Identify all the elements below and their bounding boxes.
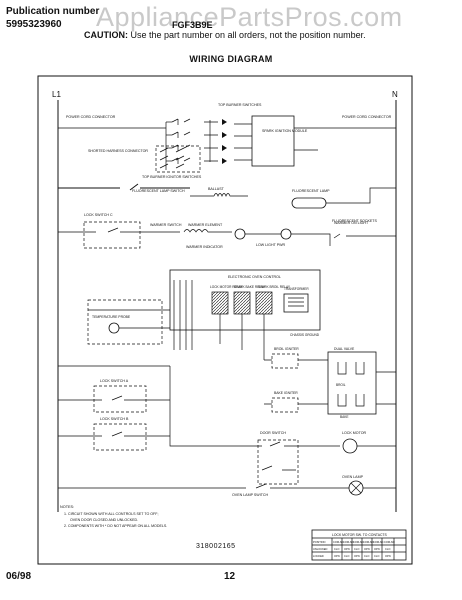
lock-switch-c-label: LOCK SWITCH C <box>84 213 113 217</box>
table-cell: CLO <box>385 547 390 551</box>
notes: NOTES: 1. CIRCUIT SHOWN WITH ALL CONTROL… <box>60 505 167 528</box>
page-title: WIRING DIAGRAM <box>189 54 273 64</box>
dual-valve-label: DUAL VALVE <box>334 347 355 351</box>
table-cell: CLO <box>344 554 349 558</box>
table-header: COM-NO <box>363 540 374 544</box>
spark-broil-relay-label: SPARK BROIL RELAY <box>258 285 291 289</box>
table-cell: LOCKED <box>313 554 324 558</box>
table-header: POSITION <box>313 540 326 544</box>
caution-label: CAUTION: <box>84 30 128 40</box>
temperature-probe: TEMPERATURE PROBE <box>87 299 170 345</box>
table-cell: OPN <box>354 554 360 558</box>
top-burner-switches-label: TOP BURNER SWITCHES <box>218 103 262 107</box>
table-cell: OPN <box>374 547 380 551</box>
drawing-number: 318002165 <box>196 543 236 550</box>
ballast-label: BALLAST <box>208 187 225 191</box>
table-header: COM-NC <box>333 540 344 544</box>
table-cell: OPN <box>364 547 370 551</box>
electronic-oven-control: ELECTRONIC OVEN CONTROL LOCK MOTOR RELAY… <box>169 269 321 360</box>
lock-switch-a-label: LOCK SWITCH A <box>100 379 129 383</box>
note-2: 2. COMPONENTS WITH * DO NOT APPEAR ON AL… <box>64 524 167 528</box>
door-switch: DOOR SWITCH <box>220 431 340 485</box>
chassis-ground-label: CHASSIS GROUND <box>290 333 320 337</box>
lock-switch-a: LOCK SWITCH A <box>58 379 170 413</box>
warmer-indicator-label: WARMER INDICATOR <box>186 245 223 249</box>
table-cell: OPN <box>385 554 391 558</box>
broil-label: BROIL <box>336 383 346 387</box>
table-cell: CLO <box>354 547 359 551</box>
note-1b: OVEN DOOR CLOSED AND UNLOCKED. <box>70 518 138 522</box>
notes-title: NOTES: <box>60 505 74 509</box>
note-1: 1. CIRCUIT SHOWN WITH ALL CONTROLS SET T… <box>64 512 158 516</box>
table-cell: OPN <box>344 547 350 551</box>
oven-lamp-switch: OVEN LAMP SWITCH <box>58 483 296 497</box>
lock-motor-label: LOCK MOTOR <box>342 431 366 435</box>
spark-ignition-module: SPARK IGNITION MODULE <box>234 115 396 167</box>
table-header: COM-NC <box>373 540 384 544</box>
warmer-on-light-label: WARMER ON LIGHT <box>334 221 369 225</box>
broil-igniter-label: BROIL IGNITER <box>274 347 299 351</box>
caution-note: CAUTION: Use the part number on all orde… <box>84 30 366 40</box>
oven-lamp-label: OVEN LAMP <box>342 475 364 479</box>
table-cell: CLO <box>334 547 339 551</box>
transformer-label: TRANSFORMER <box>284 287 309 291</box>
publication-number: 5995323960 <box>6 19 62 30</box>
igniters-and-valve: BROIL IGNITER BAKE IGNITER DUAL VALVE BR… <box>264 347 396 419</box>
watermark: AppliancePartsPros.com <box>96 2 403 32</box>
table-header: COM-NO <box>384 540 395 544</box>
low-light-pwr-label: LOW LIGHT PWR <box>256 243 285 247</box>
table-cell: OPN <box>334 554 340 558</box>
lock-switch-b: LOCK SWITCH B <box>58 417 170 451</box>
shorted-harness-label: SHORTED HARNESS CONNECTOR <box>88 149 148 153</box>
fluorescent-circuit: FLUORESCENT LAMP SWITCH BALLAST FLUORESC… <box>58 183 396 223</box>
table-title: LOCK MOTOR SW. TO CONTACTS <box>332 533 387 537</box>
table-header: COM-NO <box>343 540 354 544</box>
footer-date: 06/98 <box>6 571 32 582</box>
temperature-probe-label: TEMPERATURE PROBE <box>92 315 131 319</box>
warmer-element-label: WARMER ELEMENT <box>188 223 223 227</box>
power-cord-left-label: POWER CORD CONNECTOR <box>66 115 116 119</box>
caution-text: Use the part number on all orders, not t… <box>128 30 366 40</box>
oven-lamp-switch-label: OVEN LAMP SWITCH <box>232 493 268 497</box>
power-cord-right-label: POWER CORD CONNECTOR <box>342 115 392 119</box>
ignitor-switches-label: TOP BURNER IGNITOR SWITCHES <box>142 175 202 179</box>
table-cell: CLO <box>374 554 379 558</box>
line-n-label: N <box>392 90 398 99</box>
spark-module-label: SPARK IGNITION MODULE <box>262 129 308 133</box>
diagram-frame <box>37 75 413 565</box>
oven-lamp: OVEN LAMP <box>296 475 396 496</box>
publication-label: Publication number <box>6 6 100 17</box>
lock-switch-b-label: LOCK SWITCH B <box>100 417 129 421</box>
model-number: FGF3B9E <box>172 20 213 30</box>
fluorescent-switch-label: FLUORESCENT LAMP SWITCH <box>132 189 185 193</box>
eoc-label: ELECTRONIC OVEN CONTROL <box>228 275 281 279</box>
line-l1-label: L1 <box>52 90 61 99</box>
spark-bake-relay-label: SPARK BAKE RELAY <box>234 285 266 289</box>
top-burner-ignitor-switches: TOP BURNER IGNITOR SWITCHES <box>142 145 202 179</box>
lock-motor: LOCK MOTOR <box>342 431 396 454</box>
bake-igniter-label: BAKE IGNITER <box>274 391 298 395</box>
warmer-circuit: WARMER SWITCH WARMER ELEMENT WARMER INDI… <box>150 221 396 249</box>
fluorescent-lamp-label: FLUORESCENT LAMP <box>292 189 330 193</box>
page-number: 12 <box>224 571 236 582</box>
table-cell: CLO <box>364 554 369 558</box>
table-header: COM-NC <box>353 540 364 544</box>
warmer-switch-label: WARMER SWITCH <box>150 223 182 227</box>
table-cell: UNLOCKED <box>313 547 328 551</box>
bake-label: BAKE <box>340 415 349 419</box>
lock-switch-c: LOCK SWITCH C <box>58 213 150 249</box>
lock-motor-relay-label: LOCK MOTOR RELAY <box>210 285 243 289</box>
fluorescent-sockets-label: FLUORESCENT SOCKETS <box>332 219 377 223</box>
lock-motor-contacts-table: LOCK MOTOR SW. TO CONTACTS POSITION COM-… <box>311 529 407 561</box>
door-switch-label: DOOR SWITCH <box>260 431 286 435</box>
